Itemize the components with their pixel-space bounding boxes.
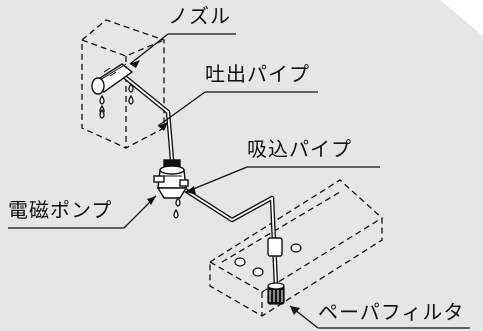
leader-lines — [8, 33, 470, 329]
solenoid-pump-icon — [153, 159, 189, 199]
paper-filter-label: ペーパフィルタ — [318, 300, 465, 324]
leader-arrowheads — [130, 60, 300, 315]
drop-icon — [173, 196, 181, 219]
suction-pipe-label: 吸込パイプ — [247, 137, 352, 161]
paper-filter-icon — [267, 282, 285, 305]
discharge-pipe-inner — [125, 77, 173, 161]
pipe-coupling — [267, 237, 283, 257]
discharge-pipe-label: 吐出パイプ — [205, 62, 310, 86]
drop-icon — [99, 82, 134, 119]
nozzle-label: ノズル — [168, 4, 231, 28]
solenoid-pump-label: 電磁ポンプ — [8, 198, 113, 222]
tank-hole — [290, 243, 302, 253]
nozzle-icon — [91, 63, 134, 95]
tank-outline — [209, 179, 383, 317]
tank-hole — [234, 257, 246, 267]
tank-hole — [252, 267, 264, 277]
